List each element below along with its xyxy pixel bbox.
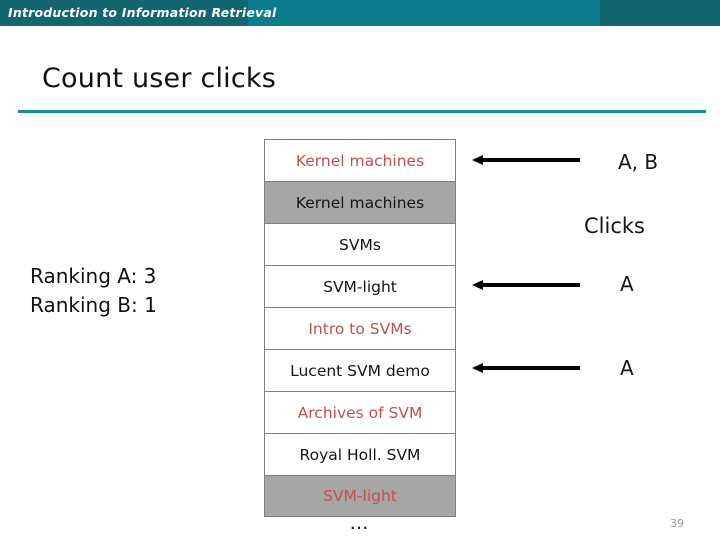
page-number: 39	[670, 517, 684, 530]
clicks-column-label: Clicks	[584, 214, 645, 238]
header-bar-left-segment	[0, 0, 248, 26]
result-label: Intro to SVMs	[308, 319, 412, 338]
ranking-b-count: Ranking B: 1	[30, 293, 157, 317]
left-arrow-icon	[472, 155, 580, 165]
result-label: SVMs	[339, 235, 381, 254]
result-label: SVM-light	[323, 487, 397, 505]
result-label: Lucent SVM demo	[290, 361, 430, 380]
results-ellipsis: …	[349, 512, 371, 534]
result-row[interactable]: SVM-light	[264, 265, 456, 307]
result-row[interactable]: SVMs	[264, 223, 456, 265]
annotation-label-a-1: A	[620, 272, 634, 296]
ranking-summary: Ranking A: 3 Ranking B: 1	[30, 262, 157, 320]
result-row[interactable]: Royal Holl. SVM	[264, 433, 456, 475]
result-row[interactable]: Archives of SVM	[264, 391, 456, 433]
result-row[interactable]: SVM-light	[264, 475, 456, 517]
result-row[interactable]: Kernel machines	[264, 139, 456, 181]
page-title: Count user clicks	[42, 63, 277, 94]
ranking-a-count: Ranking A: 3	[30, 264, 157, 288]
result-label: Archives of SVM	[297, 403, 423, 422]
search-results-list: Kernel machines Kernel machines SVMs SVM…	[264, 139, 456, 517]
annotation-label-ab: A, B	[618, 150, 659, 174]
result-label: SVM-light	[323, 277, 397, 296]
result-label: Kernel machines	[295, 193, 425, 212]
left-arrow-icon	[472, 363, 580, 373]
header-bar: Introduction to Information Retrieval	[0, 0, 720, 26]
course-title: Introduction to Information Retrieval	[8, 5, 277, 20]
left-arrow-icon	[472, 280, 580, 290]
header-bar-right-segment	[600, 0, 720, 26]
annotation-label-a-2: A	[620, 356, 634, 380]
result-label: Kernel machines	[295, 151, 425, 170]
result-row[interactable]: Intro to SVMs	[264, 307, 456, 349]
title-divider	[18, 110, 706, 113]
result-label: Royal Holl. SVM	[299, 445, 421, 464]
result-row[interactable]: Lucent SVM demo	[264, 349, 456, 391]
result-row[interactable]: Kernel machines	[264, 181, 456, 223]
header-bar-middle-segment	[248, 0, 600, 26]
